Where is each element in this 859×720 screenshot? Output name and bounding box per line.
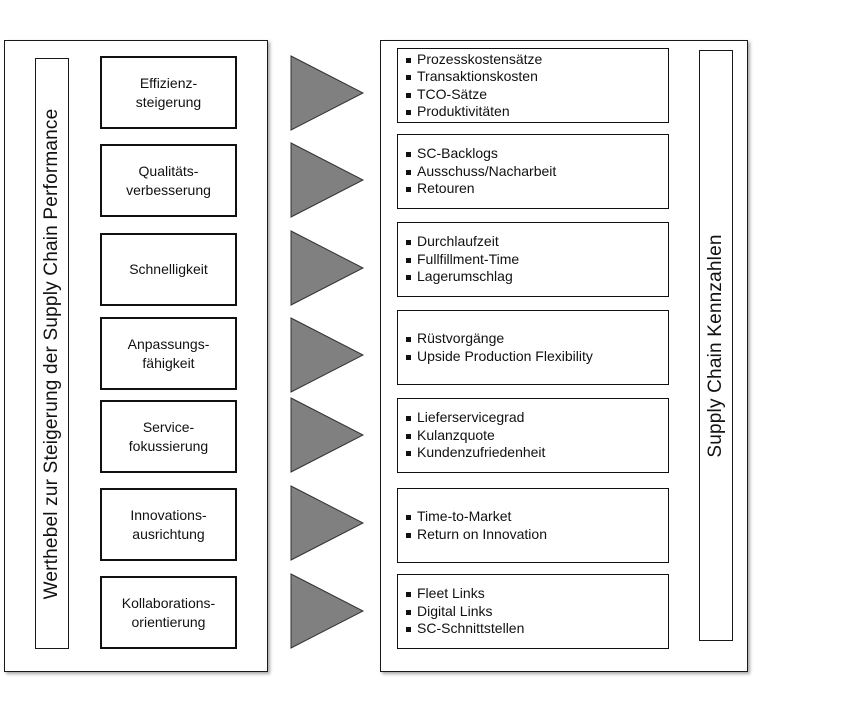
lever-label: Effizienz- steigerung: [135, 74, 202, 110]
kpi-item: Durchlaufzeit: [404, 233, 668, 251]
lever-label: Qualitäts- verbesserung: [126, 162, 211, 198]
lever-label: Service- fokussierung: [128, 418, 209, 454]
lever-box-quality: Qualitäts- verbesserung: [100, 144, 237, 217]
kpi-item: Digital Links: [404, 603, 668, 621]
kpi-item: SC-Schnittstellen: [404, 620, 668, 638]
kpi-item: Kulanzquote: [404, 427, 668, 445]
kpi-title-box: Supply Chain Kennzahlen: [699, 50, 733, 641]
kpi-item: Fullfillment-Time: [404, 251, 668, 269]
kpi-item: Lieferservicegrad: [404, 409, 668, 427]
kpi-item: Time-to-Market: [404, 508, 668, 526]
lever-box-collaboration: Kollaborations- orientierung: [100, 576, 237, 649]
kpi-item: TCO-Sätze: [404, 86, 668, 104]
kpi-item: Kundenzufriedenheit: [404, 444, 668, 462]
triangle-right-icon: [290, 573, 365, 649]
kpi-item: SC-Backlogs: [404, 145, 668, 163]
lever-box-adaptability: Anpassungs- fähigkeit: [100, 317, 237, 390]
lever-box-service: Service- fokussierung: [100, 400, 237, 473]
kpi-item: Fleet Links: [404, 585, 668, 603]
triangle-right-icon: [290, 317, 365, 393]
kpi-item: Retouren: [404, 180, 668, 198]
lever-box-speed: Schnelligkeit: [100, 233, 237, 306]
lever-label: Innovations- ausrichtung: [130, 506, 207, 542]
lever-label: Anpassungs- fähigkeit: [127, 335, 210, 371]
lever-label: Schnelligkeit: [129, 261, 208, 277]
kpi-item: Produktivitäten: [404, 103, 668, 121]
kpi-item: Transaktionskosten: [404, 68, 668, 86]
lever-box-innovation: Innovations- ausrichtung: [100, 488, 237, 561]
kpi-item: Ausschuss/Nacharbeit: [404, 163, 668, 181]
kpi-item: Prozesskostensätze: [404, 51, 668, 69]
triangle-right-icon: [290, 55, 365, 131]
triangle-right-icon: [290, 397, 365, 473]
triangle-right-icon: [290, 142, 365, 218]
triangle-right-icon: [290, 485, 365, 561]
value-levers-title: Werthebel zur Steigerung der Supply Chai…: [41, 108, 62, 599]
triangle-right-icon: [290, 230, 365, 306]
kpi-item: Return on Innovation: [404, 526, 668, 544]
lever-box-efficiency: Effizienz- steigerung: [100, 56, 237, 129]
kpi-item: Upside Production Flexibility: [404, 348, 668, 366]
value-levers-title-box: Werthebel zur Steigerung der Supply Chai…: [35, 58, 69, 649]
kpi-title: Supply Chain Kennzahlen: [705, 233, 726, 458]
lever-label: Kollaborations- orientierung: [121, 594, 216, 630]
kpi-item: Lagerumschlag: [404, 268, 668, 286]
kpi-item: Rüstvorgänge: [404, 330, 668, 348]
